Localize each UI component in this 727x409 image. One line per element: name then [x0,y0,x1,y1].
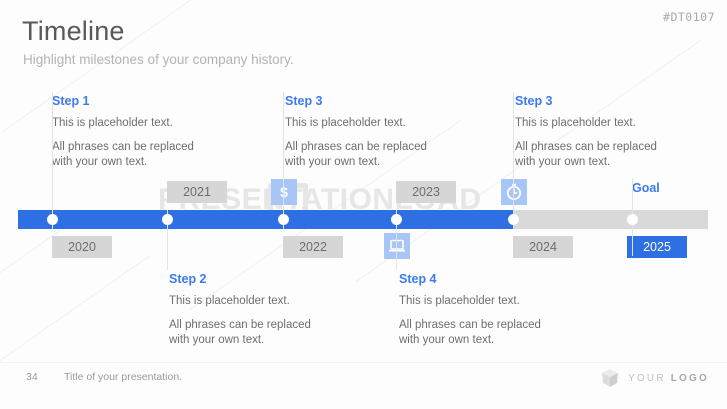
timeline-node-5[interactable] [507,214,519,225]
connector-line-3 [283,92,284,229]
logo: YOUR LOGO [599,367,709,389]
year-chip-2025[interactable]: 2025 [627,236,687,258]
footer-title: Title of your presentation. [64,371,183,383]
page-number: 34 [26,371,38,383]
laptop-icon[interactable] [384,233,410,259]
dollar-icon[interactable]: $ [271,179,297,205]
logo-word-logo: LOGO [670,372,709,384]
page-title: Timeline [22,16,125,46]
step-line: All phrases can be replaced [285,140,427,153]
step-block-bottom-1: Step 2 This is placeholder text. All phr… [169,272,349,349]
step-title: Step 4 [399,272,437,286]
logo-text: YOUR LOGO [628,373,709,384]
step-line: All phrases can be replaced [52,140,194,153]
logo-word-your: YOUR [628,372,666,384]
connector-line-1 [52,92,53,229]
timeline-node-2[interactable] [161,214,173,225]
step-line: This is placeholder text. [399,295,520,307]
step-line: All phrases can be replaced [169,318,311,331]
connector-line-5 [513,92,514,229]
step-line: All phrases can be replaced [515,140,657,153]
step-block-top-1: Step 1 This is placeholder text. All phr… [52,94,232,171]
year-chip-2024[interactable]: 2024 [513,236,573,258]
year-chip-2021[interactable]: 2021 [167,181,227,203]
step-line: with your own text. [169,334,265,347]
year-chip-2020[interactable]: 2020 [52,236,112,258]
step-title: Step 3 [515,94,553,108]
step-line: All phrases can be replaced [399,318,541,331]
step-line: with your own text. [285,156,381,169]
step-line: with your own text. [515,156,611,169]
decorative-diagonal-line [0,255,151,377]
step-line: with your own text. [399,334,495,347]
step-title: Step 2 [169,272,207,286]
step-line: This is placeholder text. [52,117,173,129]
timeline-progress-fill [18,210,513,229]
step-line: with your own text. [52,156,148,169]
step-line: This is placeholder text. [285,117,406,129]
timeline-node-4[interactable] [390,214,402,225]
timeline-node-3[interactable] [277,214,289,225]
step-block-top-2: Step 3 This is placeholder text. All phr… [285,94,465,171]
svg-text:$: $ [280,184,288,200]
page-subtitle: Highlight milestones of your company his… [23,52,294,67]
cube-icon [602,369,619,387]
stopwatch-icon[interactable] [501,179,527,205]
step-line: This is placeholder text. [515,117,636,129]
goal-label: Goal [632,181,660,195]
step-block-top-3: Step 3 This is placeholder text. All phr… [515,94,695,171]
connector-line-2 [167,210,168,270]
timeline-node-1[interactable] [46,214,58,225]
step-line: This is placeholder text. [169,295,290,307]
step-title: Step 3 [285,94,323,108]
step-title: Step 1 [52,94,90,108]
step-block-bottom-2: Step 4 This is placeholder text. All phr… [399,272,579,349]
year-chip-2022[interactable]: 2022 [283,236,343,258]
timeline-node-6[interactable] [626,214,638,225]
document-code: #DT0107 [663,10,715,24]
year-chip-2023[interactable]: 2023 [396,181,456,203]
footer-divider [0,362,727,363]
